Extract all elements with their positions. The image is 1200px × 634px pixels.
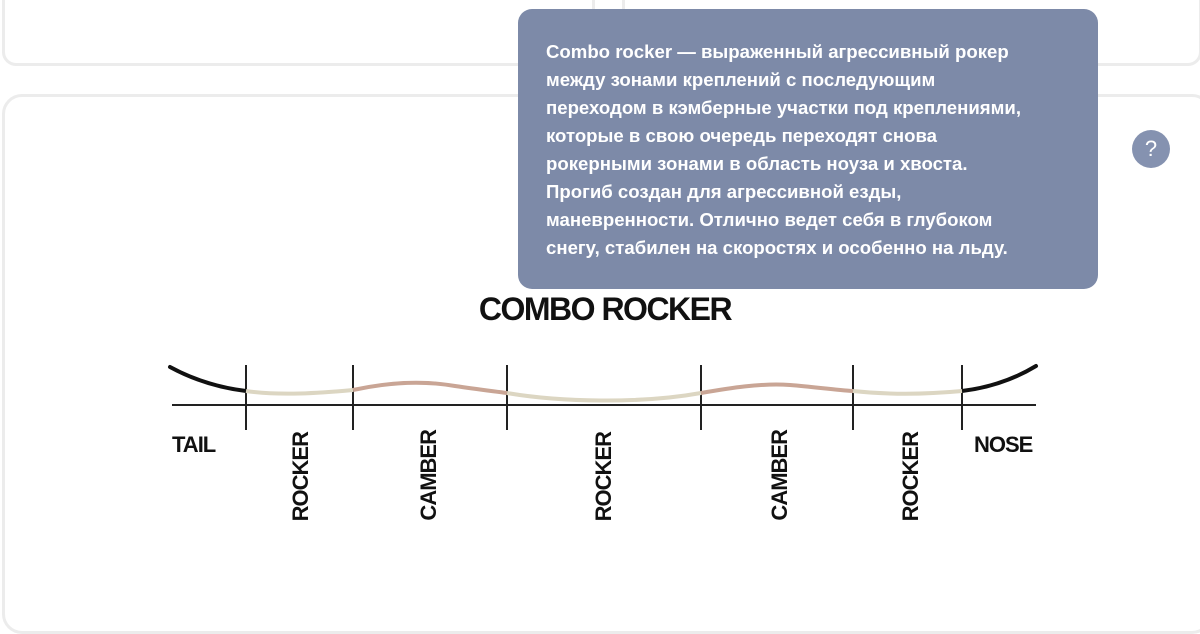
camber-segment-2 xyxy=(700,382,854,395)
help-icon[interactable]: ? xyxy=(1132,130,1170,168)
tooltip-line: снегу, стабилен на скоростях и особенно … xyxy=(546,237,1008,258)
rocker-segment-2 xyxy=(506,391,702,403)
tooltip-line: переходом в кэмберные участки под крепле… xyxy=(546,97,1021,118)
zone-label-rocker: ROCKER xyxy=(898,431,923,521)
tail-label: TAIL xyxy=(172,432,216,457)
diagram-title: COMBO ROCKER xyxy=(478,291,733,327)
tooltip-line: рокерными зонами в область ноуза и хвост… xyxy=(546,153,968,174)
zone-label-rocker: ROCKER xyxy=(591,431,616,521)
zone-label-camber: CAMBER xyxy=(416,429,441,521)
tooltip-line: Прогиб создан для агрессивной езды, xyxy=(546,181,902,202)
tail-tip-curve xyxy=(168,365,248,393)
rocker-segment-1 xyxy=(245,388,354,396)
camber-segment-1 xyxy=(352,380,508,395)
rocker-segment-3 xyxy=(852,389,963,396)
tooltip-line: между зонами креплений с последующим xyxy=(546,69,936,90)
description-tooltip: Combo rocker — выраженный агрессивный ро… xyxy=(518,9,1098,289)
nose-tip-curve xyxy=(960,364,1038,393)
nose-label: NOSE xyxy=(974,432,1033,457)
zone-label-camber: CAMBER xyxy=(767,429,792,521)
tooltip-line: Combo rocker — выраженный агрессивный ро… xyxy=(546,41,1009,62)
profile-diagram: TAIL NOSE ROCKER CAMBER ROCKER CAMBER RO… xyxy=(168,364,1038,521)
zone-dividers xyxy=(245,365,963,430)
tooltip-line: маневренности. Отлично ведет себя в глуб… xyxy=(546,209,993,230)
zone-label-rocker: ROCKER xyxy=(288,431,313,521)
tooltip-line: которые в свою очередь переходят снова xyxy=(546,125,937,146)
